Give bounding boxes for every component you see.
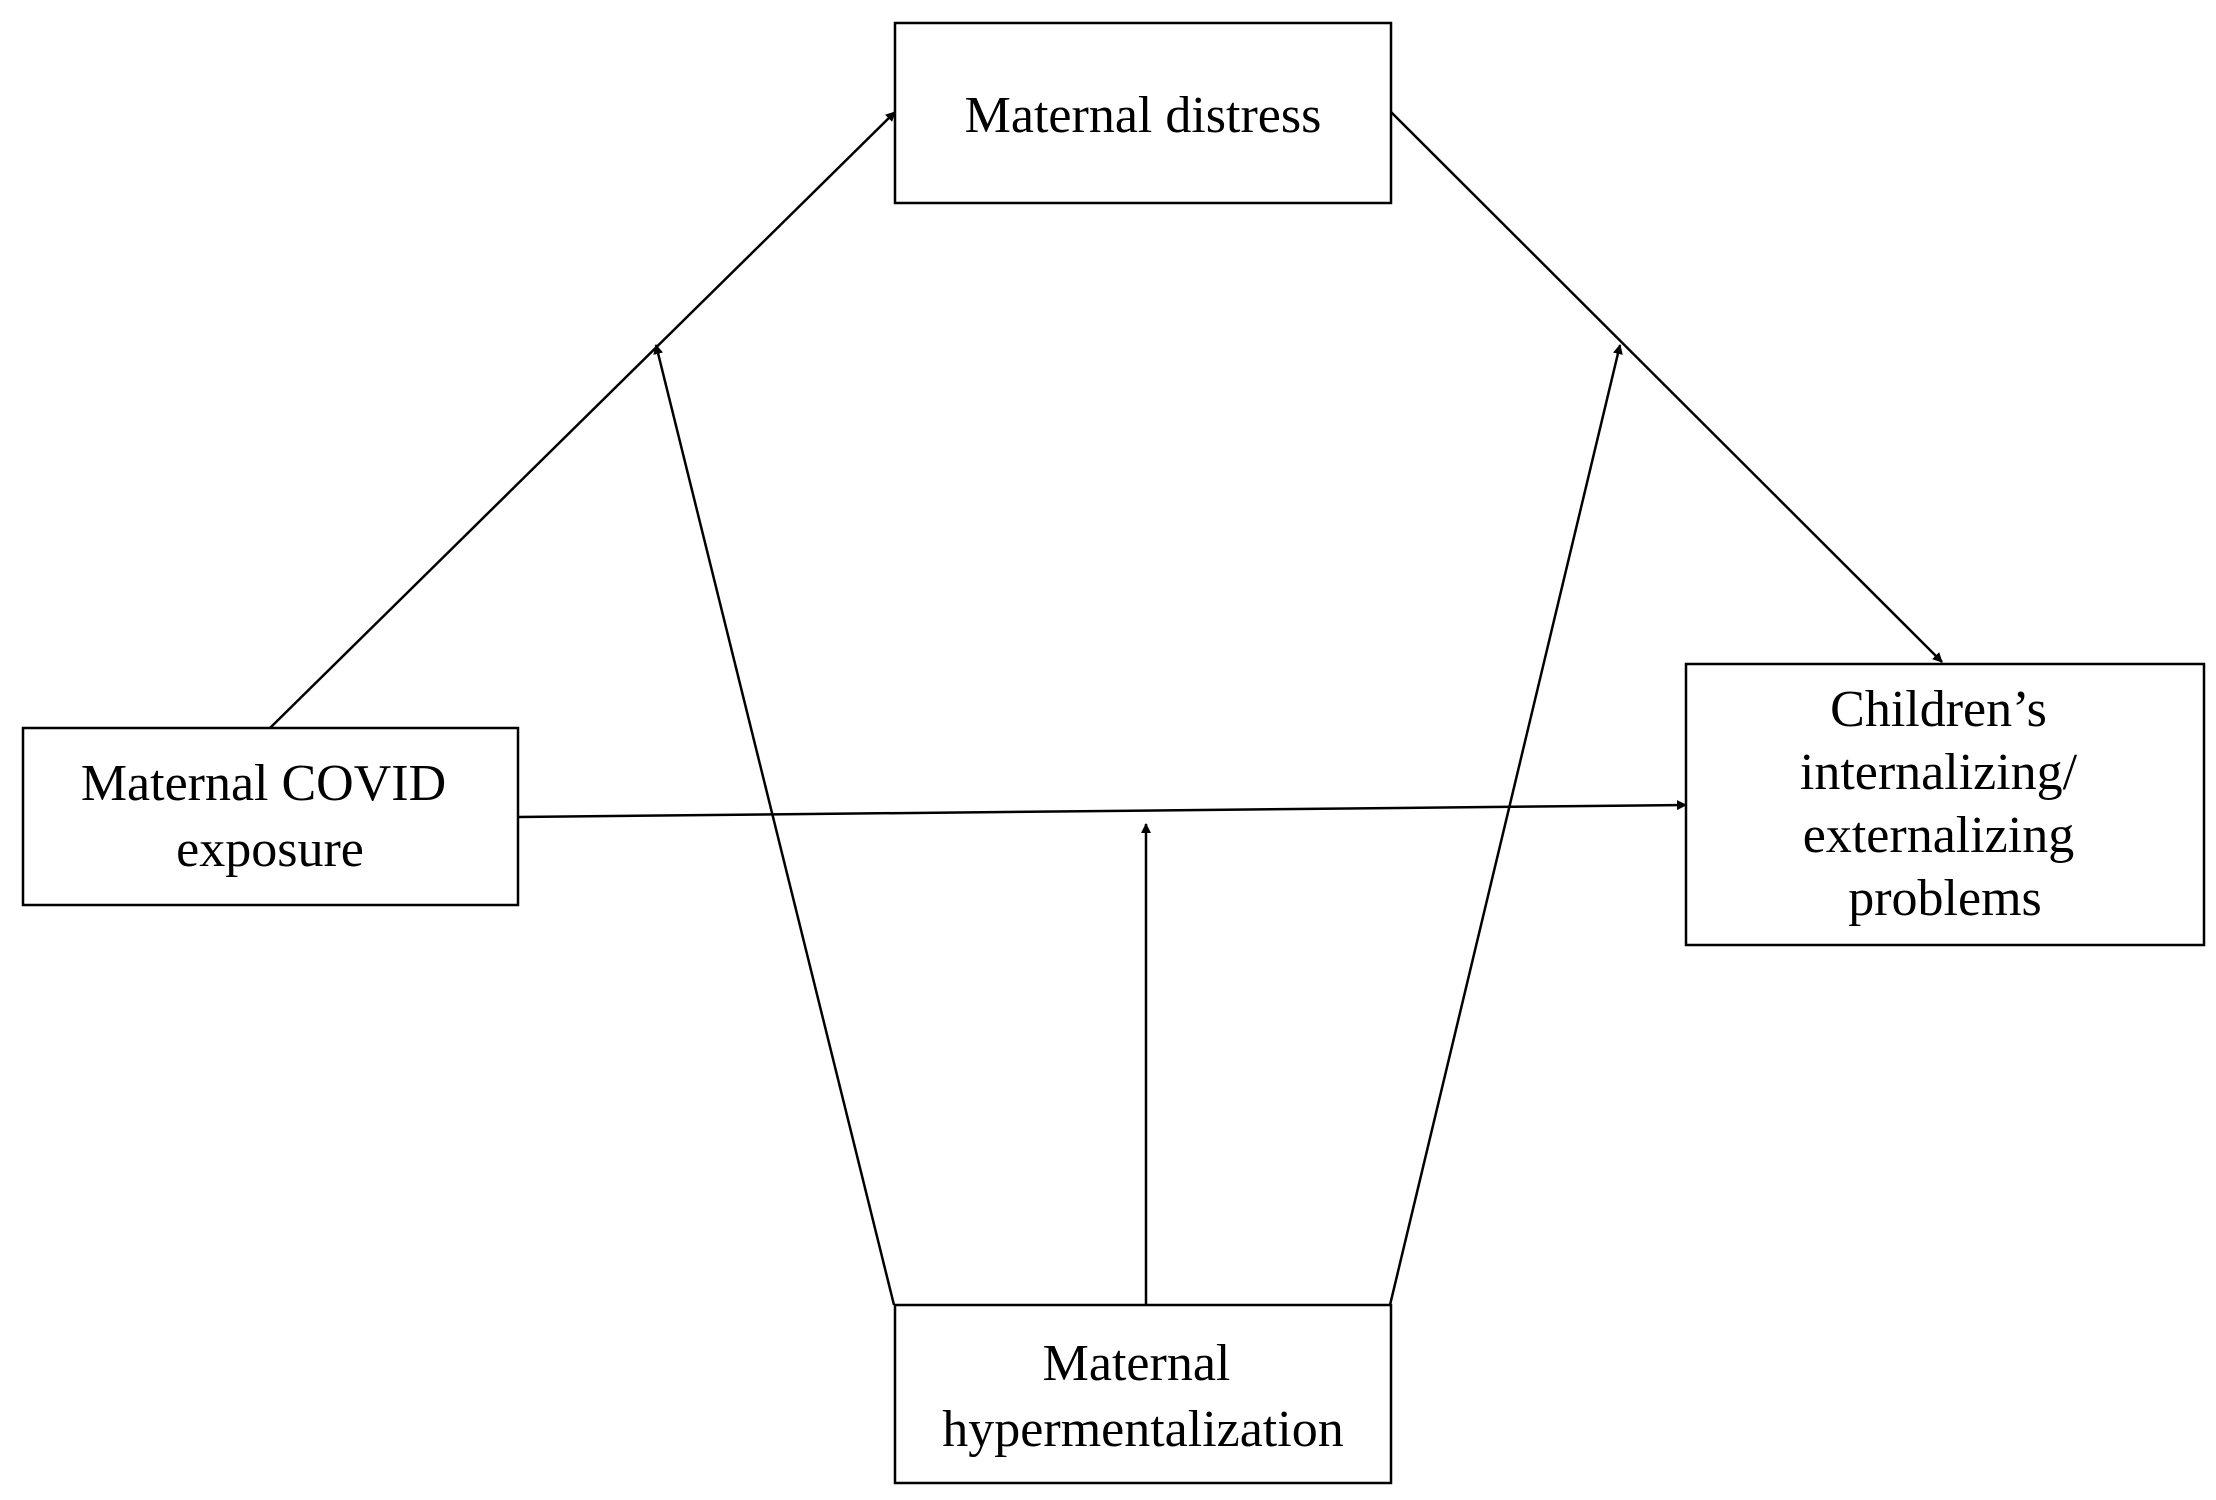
node-label-line: externalizing (1803, 807, 2074, 864)
node-label-line: hypermentalization (942, 1401, 1343, 1458)
node-label-line: problems (1848, 870, 2042, 927)
edges (269, 111, 1943, 1306)
node-label-line: internalizing/ (1800, 744, 2078, 801)
node-label-line: Children’s (1830, 681, 2047, 738)
svg-text:Maternal hypermentalizat: Maternal hypermentalization (942, 1335, 1343, 1458)
node-hypermentalization: Maternal hypermentalization (893, 1303, 1393, 1485)
svg-text:Maternal distress: Maternal distress (965, 87, 1322, 144)
edge-moderation-to-covid-distress (653, 344, 896, 1306)
edge-moderation-to-distress-children (1388, 344, 1623, 1306)
svg-text:Children’s internalizing: Children’s internalizing/ externalizing … (1800, 681, 2090, 927)
edge-covid-to-distress (269, 111, 896, 729)
node-label-line: Maternal (1043, 1335, 1231, 1392)
svg-text:Maternal COVID exposure: Maternal COVID exposure (81, 755, 459, 878)
node-label-line: Maternal COVID (81, 755, 446, 812)
node-label-line: exposure (176, 821, 364, 878)
node-maternal-distress: Maternal distress (893, 21, 1393, 205)
node-covid-exposure: Maternal COVID exposure (21, 726, 520, 907)
edge-distress-to-children (1390, 111, 1943, 663)
node-label-line: Maternal distress (965, 87, 1322, 144)
edge-covid-to-children (517, 800, 1687, 819)
node-children-problems: Children’s internalizing/ externalizing … (1684, 662, 2206, 947)
